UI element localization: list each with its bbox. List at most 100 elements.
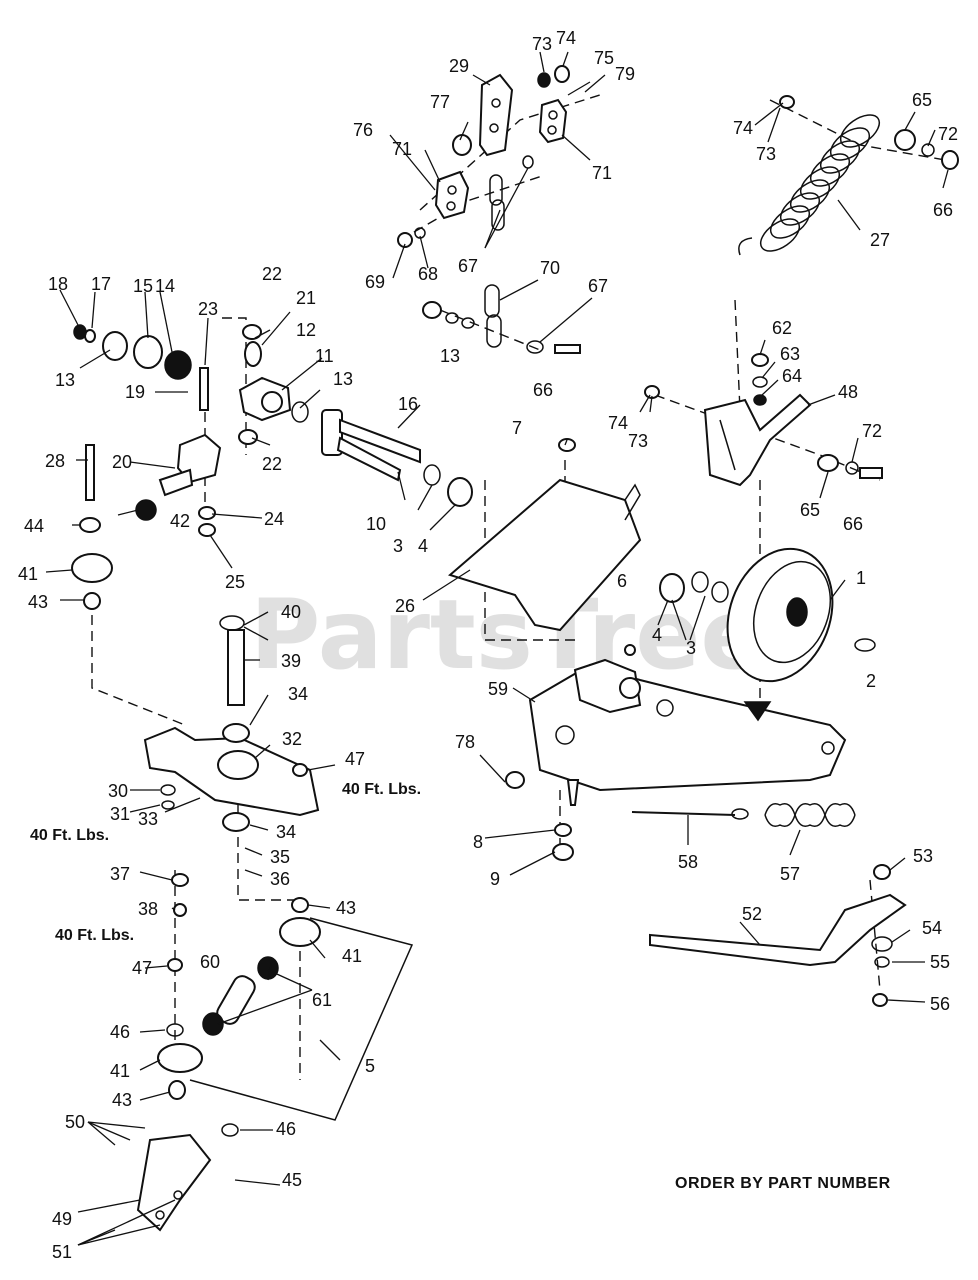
- callout-22: 22: [262, 454, 282, 474]
- lever-52-graphic: [649, 893, 907, 967]
- callout-28: 28: [45, 451, 65, 471]
- callout-15: 15: [133, 276, 153, 296]
- callout-1: 1: [856, 568, 866, 588]
- callout-65: 65: [912, 90, 932, 110]
- callout-23: 23: [198, 299, 218, 319]
- callout-68: 68: [418, 264, 438, 284]
- callout-74: 74: [556, 28, 576, 48]
- callout-27: 27: [870, 230, 890, 250]
- callout-21: 21: [296, 288, 316, 308]
- callout-70: 70: [540, 258, 560, 278]
- callout-73: 73: [756, 144, 776, 164]
- callout-6: 6: [617, 571, 627, 591]
- callout-75: 75: [594, 48, 614, 68]
- belt-guide-26-graphic: [447, 478, 642, 632]
- callout-22: 22: [262, 264, 282, 284]
- callout-47: 47: [132, 958, 152, 978]
- callout-58: 58: [678, 852, 698, 872]
- callout-53: 53: [913, 846, 933, 866]
- part-graphics: [71, 65, 959, 1232]
- hardware-graphic: [73, 65, 959, 1137]
- callout-19: 19: [125, 382, 145, 402]
- callout-18: 18: [48, 274, 68, 294]
- spring-27-graphic: [738, 114, 881, 256]
- callout-66: 66: [533, 380, 553, 400]
- callout-50: 50: [65, 1112, 85, 1132]
- callout-16: 16: [398, 394, 418, 414]
- callout-4: 4: [652, 625, 662, 645]
- callout-57: 57: [780, 864, 800, 884]
- callout-51: 51: [52, 1242, 72, 1262]
- callout-25: 25: [225, 572, 245, 592]
- bracket-49-graphic: [136, 1133, 212, 1232]
- callout-37: 37: [110, 864, 130, 884]
- callout-34: 34: [288, 684, 308, 704]
- callout-67: 67: [588, 276, 608, 296]
- callout-31: 31: [110, 804, 130, 824]
- callout-34: 34: [276, 822, 296, 842]
- callout-66: 66: [843, 514, 863, 534]
- callout-63: 63: [780, 344, 800, 364]
- callout-44: 44: [24, 516, 44, 536]
- callout-49: 49: [52, 1209, 72, 1229]
- callout-32: 32: [282, 729, 302, 749]
- callout-43: 43: [112, 1090, 132, 1110]
- callout-43: 43: [336, 898, 356, 918]
- callout-41: 41: [110, 1061, 130, 1081]
- callout-33: 33: [138, 809, 158, 829]
- order-footer: ORDER BY PART NUMBER: [675, 1175, 891, 1192]
- callout-65: 65: [800, 500, 820, 520]
- callout-74: 74: [608, 413, 628, 433]
- callout-13: 13: [333, 369, 353, 389]
- callout-74: 74: [733, 118, 753, 138]
- rod-58-spring-57-graphic: [631, 803, 856, 827]
- callout-8: 8: [473, 832, 483, 852]
- callout-7: 7: [512, 418, 522, 438]
- callout-36: 36: [270, 869, 290, 889]
- callout-52: 52: [742, 904, 762, 924]
- callout-72: 72: [938, 124, 958, 144]
- callout-29: 29: [449, 56, 469, 76]
- callout-73: 73: [532, 34, 552, 54]
- callout-55: 55: [930, 952, 950, 972]
- callout-20: 20: [112, 452, 132, 472]
- callout-41: 41: [342, 946, 362, 966]
- callout-10: 10: [366, 514, 386, 534]
- callout-42: 42: [170, 511, 190, 531]
- callout-12: 12: [296, 320, 316, 340]
- callout-labels: 1 2 3 3 4 4 5 6 7 8 9 10 11 12 13 13 13 …: [18, 28, 958, 1262]
- idler-bracket-59-graphic: [528, 658, 847, 806]
- bracket-48-graphic: [703, 393, 812, 487]
- leader-lines: [45, 51, 949, 1246]
- callout-11: 11: [315, 346, 334, 366]
- callout-72: 72: [862, 421, 882, 441]
- callout-61: 61: [312, 990, 332, 1010]
- callout-79: 79: [615, 64, 635, 84]
- callout-78: 78: [455, 732, 475, 752]
- callout-2: 2: [866, 671, 876, 691]
- callout-54: 54: [922, 918, 942, 938]
- callout-69: 69: [365, 272, 385, 292]
- callout-73: 73: [628, 431, 648, 451]
- callout-60: 60: [200, 952, 220, 972]
- callout-35: 35: [270, 847, 290, 867]
- callout-40: 40: [281, 602, 301, 622]
- callout-3: 3: [393, 536, 403, 556]
- callout-48: 48: [838, 382, 858, 402]
- callout-41: 41: [18, 564, 38, 584]
- callout-24: 24: [264, 509, 284, 529]
- torque-note-3: 40 Ft. Lbs.: [55, 927, 134, 944]
- torque-note-1: 40 Ft. Lbs.: [342, 781, 421, 798]
- callout-71: 71: [392, 139, 412, 159]
- link-plates-graphic: [434, 73, 568, 220]
- callout-67: 67: [458, 256, 478, 276]
- watermark: PartsTree: [250, 579, 765, 691]
- callout-14: 14: [155, 276, 175, 296]
- callout-30: 30: [108, 781, 128, 801]
- callout-39: 39: [281, 651, 301, 671]
- callout-38: 38: [138, 899, 158, 919]
- torque-note-2: 40 Ft. Lbs.: [30, 827, 109, 844]
- callout-9: 9: [490, 869, 500, 889]
- chain-links-graphic: [484, 174, 505, 348]
